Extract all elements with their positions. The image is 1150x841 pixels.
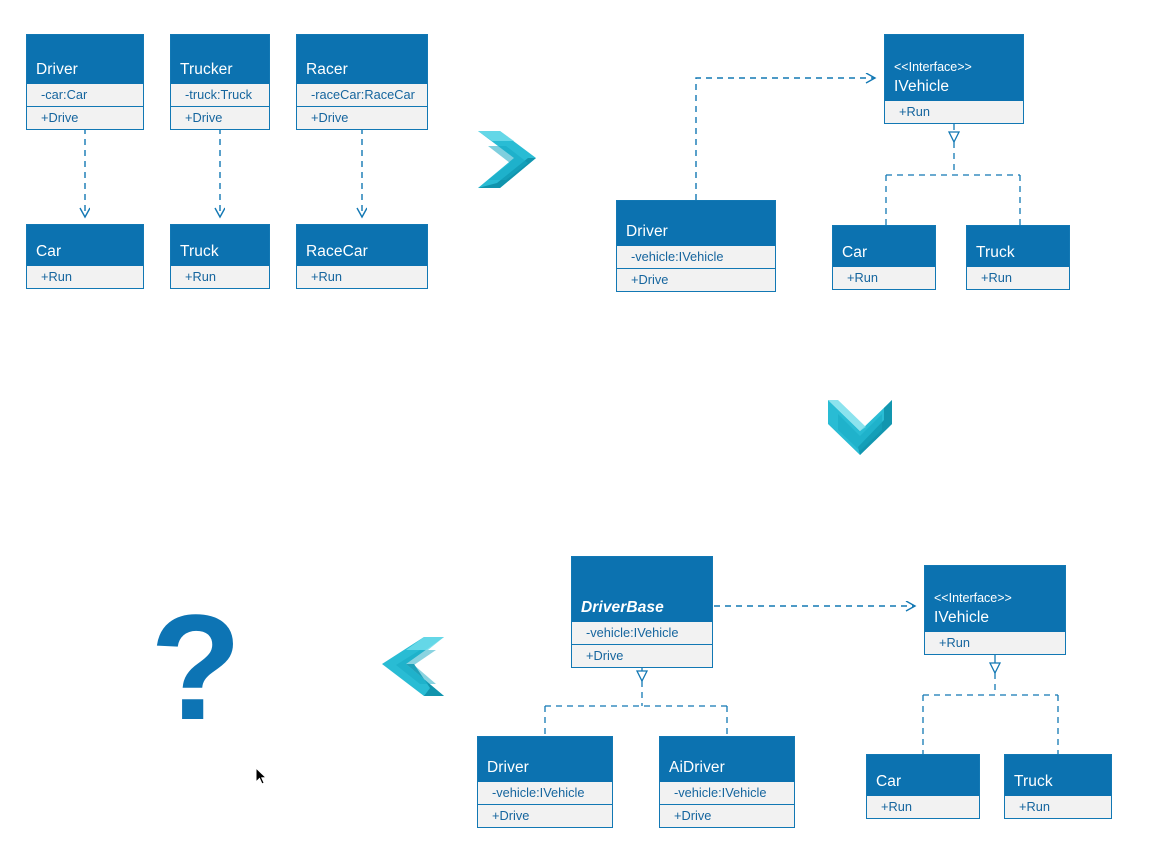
uml-operation-truck3-0: +Run [1005,796,1111,818]
uml-class-name-racer: Racer [306,61,348,78]
uml-operation-driver2-0: +Drive [617,269,775,291]
connector-car2-realizes-ivehicle [885,124,1021,225]
uml-class-truck3[interactable]: Truck +Run [1004,754,1112,819]
uml-class-header-aidriver: AiDriver [660,737,794,782]
uml-class-header-truck3: Truck [1005,755,1111,796]
uml-attribute-racer-0: -raceCar:RaceCar [297,84,427,107]
uml-operation-racer-0: +Drive [297,107,427,129]
uml-operation-truck-0: +Run [171,266,269,288]
uml-operation-car2-0: +Run [833,267,935,289]
mouse-cursor [255,767,267,785]
uml-class-name-ivehicle: IVehicle [894,78,950,95]
uml-operation-ivehicle2-0: +Run [925,632,1065,654]
uml-operation-aidriver-0: +Drive [660,805,794,827]
uml-class-name-driverbase: DriverBase [581,599,664,616]
uml-class-header-driverbase: DriverBase [572,557,712,622]
uml-operation-ivehicle-0: +Run [885,101,1023,123]
uml-class-header-driver: Driver [27,35,143,84]
uml-class-driver2[interactable]: Driver -vehicle:IVehicle+Drive [616,200,776,292]
uml-class-name-driver2: Driver [626,223,668,240]
uml-class-driverbase[interactable]: DriverBase -vehicle:IVehicle+Drive [571,556,713,668]
uml-operation-car-0: +Run [27,266,143,288]
uml-class-name-car3: Car [876,773,902,790]
uml-attribute-driverbase-0: -vehicle:IVehicle [572,622,712,645]
uml-class-header-ivehicle2: <<Interface>> IVehicle [925,566,1065,632]
uml-class-name-truck3: Truck [1014,773,1053,790]
uml-class-truck[interactable]: Truck +Run [170,224,270,289]
uml-class-name-car2: Car [842,244,868,261]
question-mark-icon: ? [150,583,242,751]
uml-operation-driver3-0: +Drive [478,805,612,827]
uml-class-header-truck: Truck [171,225,269,266]
uml-operation-truck2-0: +Run [967,267,1069,289]
uml-class-trucker[interactable]: Trucker -truck:Truck+Drive [170,34,270,130]
chevron-right-icon [478,131,536,188]
connector-driver2-to-ivehicle [695,78,875,200]
uml-class-header-ivehicle: <<Interface>> IVehicle [885,35,1023,101]
uml-class-ivehicle[interactable]: <<Interface>> IVehicle +Run [884,34,1024,124]
uml-class-name-aidriver: AiDriver [669,759,725,776]
uml-class-car2[interactable]: Car +Run [832,225,936,290]
uml-class-header-car3: Car [867,755,979,796]
uml-class-name-ivehicle2: IVehicle [934,609,990,626]
uml-attribute-driver2-0: -vehicle:IVehicle [617,246,775,269]
uml-class-name-trucker: Trucker [180,61,233,78]
uml-operation-driverbase-0: +Drive [572,645,712,667]
uml-class-header-racecar: RaceCar [297,225,427,266]
uml-class-header-trucker: Trucker [171,35,269,84]
uml-class-header-driver3: Driver [478,737,612,782]
uml-operation-racecar-0: +Run [297,266,427,288]
uml-class-header-truck2: Truck [967,226,1069,267]
uml-class-header-driver2: Driver [617,201,775,246]
uml-class-racecar[interactable]: RaceCar +Run [296,224,428,289]
uml-attribute-driver3-0: -vehicle:IVehicle [478,782,612,805]
uml-attribute-aidriver-0: -vehicle:IVehicle [660,782,794,805]
uml-class-header-racer: Racer [297,35,427,84]
uml-operation-trucker-0: +Drive [171,107,269,129]
uml-operation-car3-0: +Run [867,796,979,818]
chevron-left-icon [382,637,444,696]
uml-class-name-driver: Driver [36,61,78,78]
chevron-down-icon [828,400,892,455]
uml-class-name-racecar: RaceCar [306,243,368,260]
uml-class-driver[interactable]: Driver -car:Car+Drive [26,34,144,130]
uml-attribute-driver-0: -car:Car [27,84,143,107]
uml-class-car3[interactable]: Car +Run [866,754,980,819]
uml-class-racer[interactable]: Racer -raceCar:RaceCar+Drive [296,34,428,130]
uml-class-name-truck: Truck [180,243,219,260]
connector-drivers-extend-driverbase [544,663,728,736]
uml-class-header-car: Car [27,225,143,266]
uml-class-name-car: Car [36,243,62,260]
uml-class-header-car2: Car [833,226,935,267]
uml-operation-driver-0: +Drive [27,107,143,129]
uml-class-aidriver[interactable]: AiDriver -vehicle:IVehicle+Drive [659,736,795,828]
uml-attribute-trucker-0: -truck:Truck [171,84,269,107]
uml-class-driver3[interactable]: Driver -vehicle:IVehicle+Drive [477,736,613,828]
uml-class-name-truck2: Truck [976,244,1015,261]
uml-class-car[interactable]: Car +Run [26,224,144,289]
uml-class-name-driver3: Driver [487,759,529,776]
uml-class-ivehicle2[interactable]: <<Interface>> IVehicle +Run [924,565,1066,655]
uml-stereotype-ivehicle2: <<Interface>> [934,591,1012,605]
uml-stereotype-ivehicle: <<Interface>> [894,60,972,74]
uml-class-truck2[interactable]: Truck +Run [966,225,1070,290]
connector-car3-realizes-ivehicle2 [922,655,1059,754]
